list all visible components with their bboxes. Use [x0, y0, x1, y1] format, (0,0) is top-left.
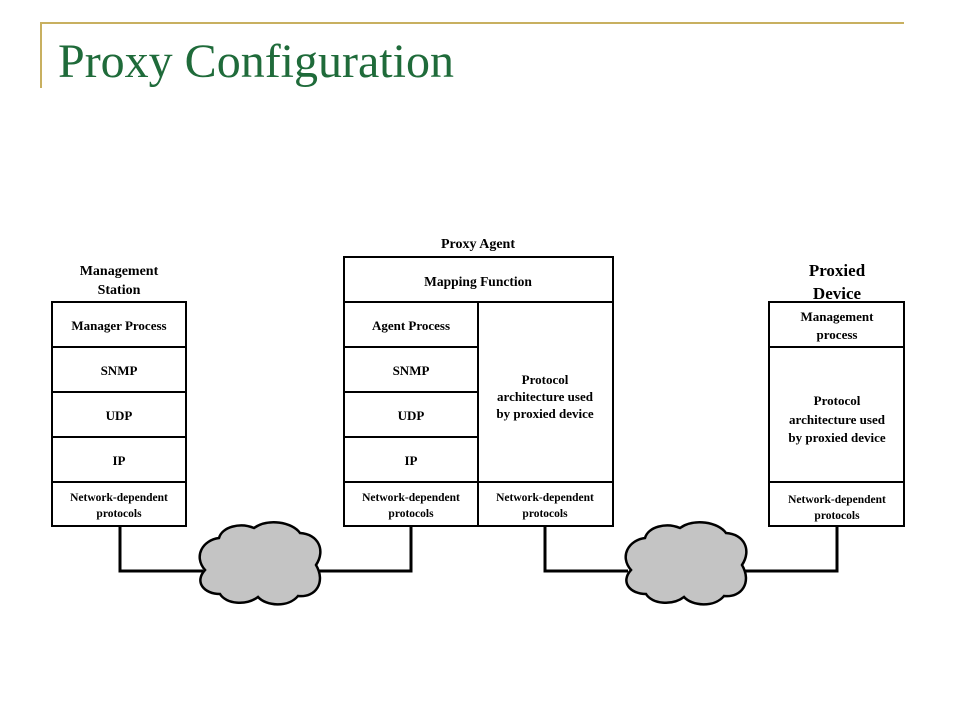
- device-network-line-2: protocols: [814, 510, 860, 522]
- device-protocol-line-1: Protocol: [814, 393, 861, 408]
- proxy-agent: Proxy Agent Mapping Function Agent Proce…: [343, 237, 614, 527]
- proxy-layer-agent-process: Agent Process: [372, 318, 450, 333]
- device-protocol-line-3: by proxied device: [788, 430, 885, 445]
- device-network-line-1: Network-dependent: [788, 494, 886, 506]
- proxy-layer-udp: UDP: [398, 408, 425, 423]
- link-cloud-to-device: [742, 526, 839, 573]
- network-cloud-left: [198, 521, 322, 606]
- station-layer-ip: IP: [113, 453, 126, 468]
- station-layer-udp: UDP: [106, 408, 133, 423]
- proxy-network-right-line-1: Network-dependent: [496, 492, 594, 504]
- management-station: Management Station Manager Process SNMP …: [51, 264, 187, 527]
- link-cloud-to-agent: [318, 526, 413, 573]
- proxy-network-right-box: [477, 481, 614, 527]
- link-station-to-cloud: [118, 526, 203, 573]
- device-header-line-2: Device: [813, 284, 862, 303]
- proxy-mapping-function: Mapping Function: [424, 274, 532, 289]
- proxy-protocol-line-1: Protocol: [522, 372, 569, 387]
- device-process-line-2: process: [817, 327, 858, 342]
- device-header-line-1: Proxied: [809, 261, 866, 280]
- device-network-box: [768, 481, 905, 527]
- station-header-line-2: Station: [98, 283, 141, 298]
- title-rule-vertical: [40, 22, 42, 88]
- title-rule-horizontal: [40, 22, 904, 24]
- device-protocol-line-2: architecture used: [789, 412, 886, 427]
- slide-title: Proxy Configuration: [58, 35, 454, 88]
- network-links: [118, 526, 839, 573]
- network-cloud-right: [624, 521, 748, 606]
- proxy-layer-snmp: SNMP: [393, 363, 430, 378]
- proxy-agent-header: Proxy Agent: [441, 237, 515, 252]
- station-network-line-1: Network-dependent: [70, 492, 168, 504]
- proxy-network-left-line-2: protocols: [388, 508, 434, 520]
- proxy-network-right-line-2: protocols: [522, 508, 568, 520]
- station-network-line-2: protocols: [96, 508, 142, 520]
- station-header-line-1: Management: [80, 264, 159, 279]
- station-layer-manager-process: Manager Process: [71, 318, 166, 333]
- proxy-protocol-line-3: by proxied device: [496, 406, 593, 421]
- proxy-layer-ip: IP: [405, 453, 418, 468]
- proxied-device: Proxied Device Management process Protoc…: [768, 261, 905, 527]
- device-process-line-1: Management: [801, 309, 875, 324]
- proxy-network-left-line-1: Network-dependent: [362, 492, 460, 504]
- link-agent-to-cloud: [543, 526, 628, 573]
- proxy-protocol-line-2: architecture used: [497, 389, 594, 404]
- station-layer-box: [51, 481, 187, 527]
- station-layer-snmp: SNMP: [101, 363, 138, 378]
